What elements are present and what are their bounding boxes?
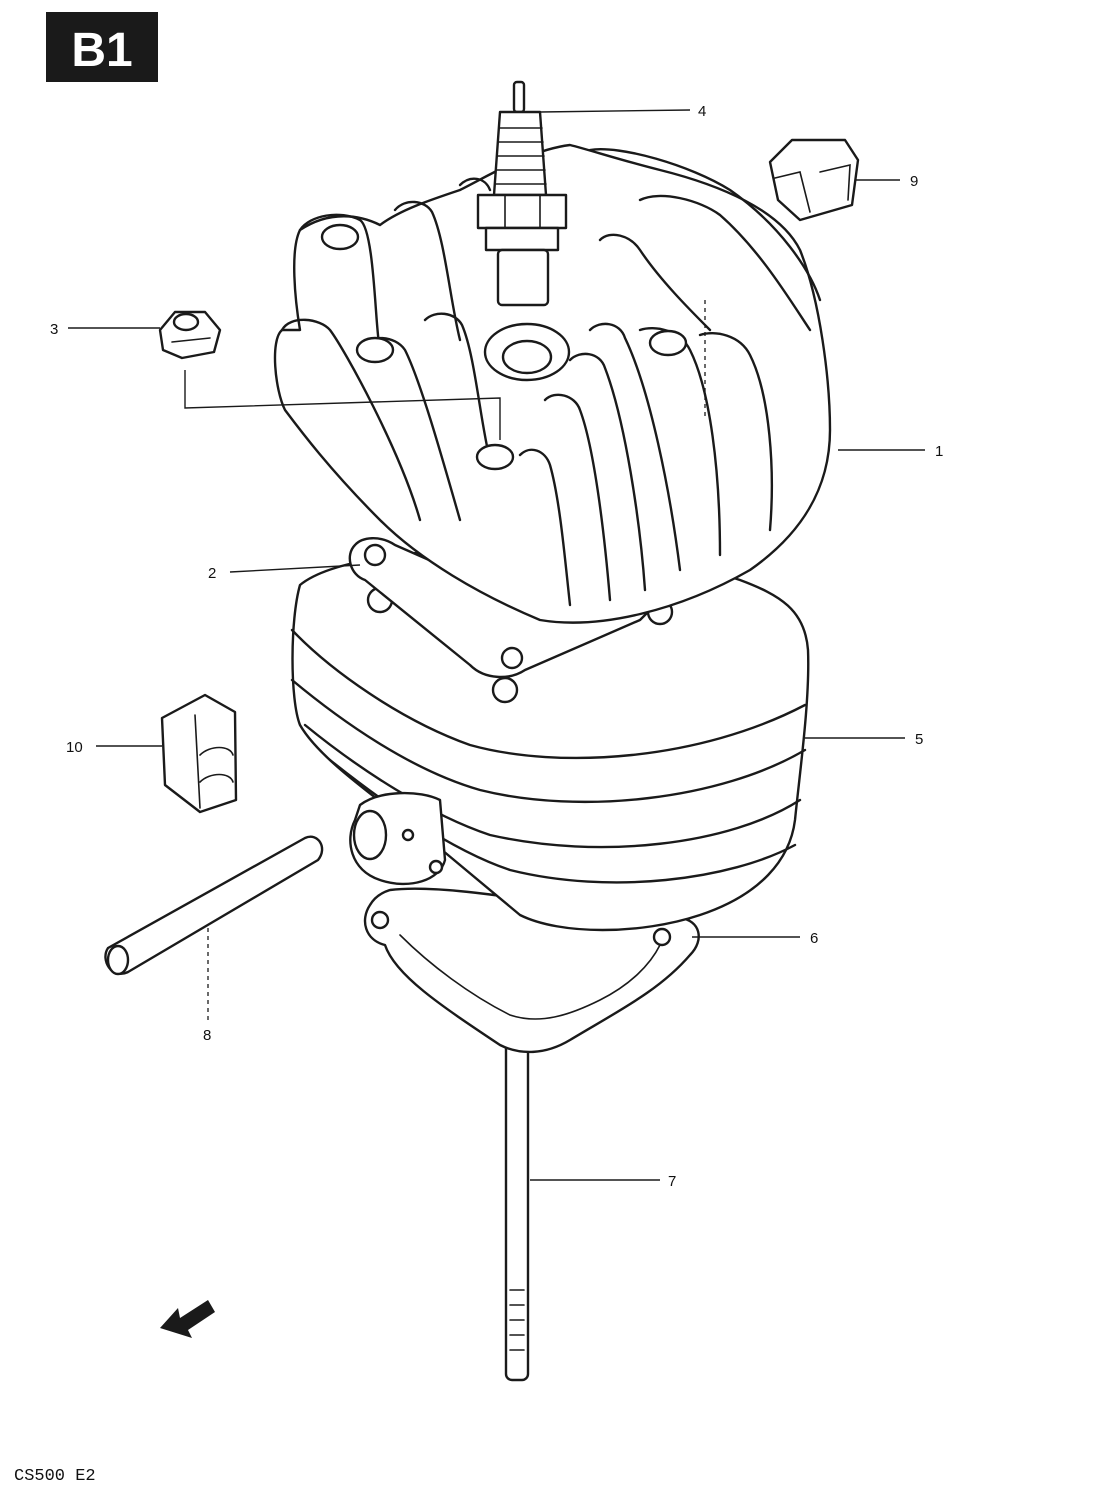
cylinder-head-drawing [273,143,832,624]
callout-3: 3 [50,321,58,338]
callout-1: 1 [935,443,943,460]
spark-plug-drawing [476,80,568,307]
model-code: CS500 E2 [14,1467,96,1486]
callout-6: 6 [810,930,818,947]
leader-lines [68,109,925,1181]
callout-9: 9 [910,173,918,190]
head-gasket-drawing [348,537,652,679]
damper-10-drawing [160,693,238,814]
callout-4: 4 [698,103,706,120]
cylinder-drawing [290,546,810,932]
head-nut-drawing [158,310,222,360]
page-code-badge: B1 [46,12,158,82]
callout-7: 7 [668,1173,676,1190]
page-code: B1 [71,24,132,77]
pin-drawing [104,835,324,976]
damper-9-drawing [768,138,860,222]
front-arrow-icon [160,1300,215,1338]
callout-8: 8 [203,1027,211,1044]
callout-5: 5 [915,731,923,748]
callout-10: 10 [66,739,83,756]
callout-2: 2 [208,565,216,582]
